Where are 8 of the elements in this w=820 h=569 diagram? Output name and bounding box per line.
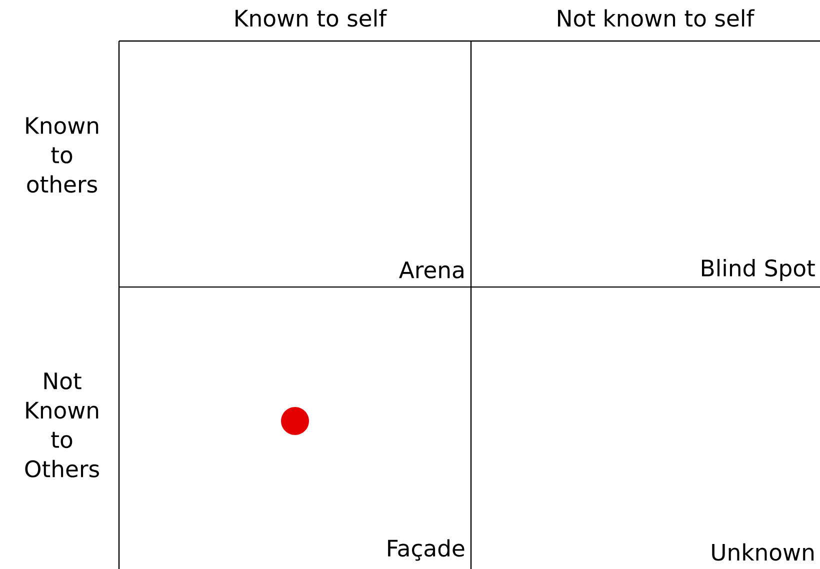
quadrant-label: Façade xyxy=(388,539,464,561)
row-header: Known to others xyxy=(26,117,98,193)
column-header: Not known to self xyxy=(558,9,755,27)
quadrant-label: Arena xyxy=(399,262,464,278)
quadrant-label: Unknown xyxy=(712,543,814,561)
column-header: Known to self xyxy=(236,9,388,27)
quadrant-label: Blind Spot xyxy=(702,259,815,281)
row-header: Not Known to Others xyxy=(25,372,99,478)
